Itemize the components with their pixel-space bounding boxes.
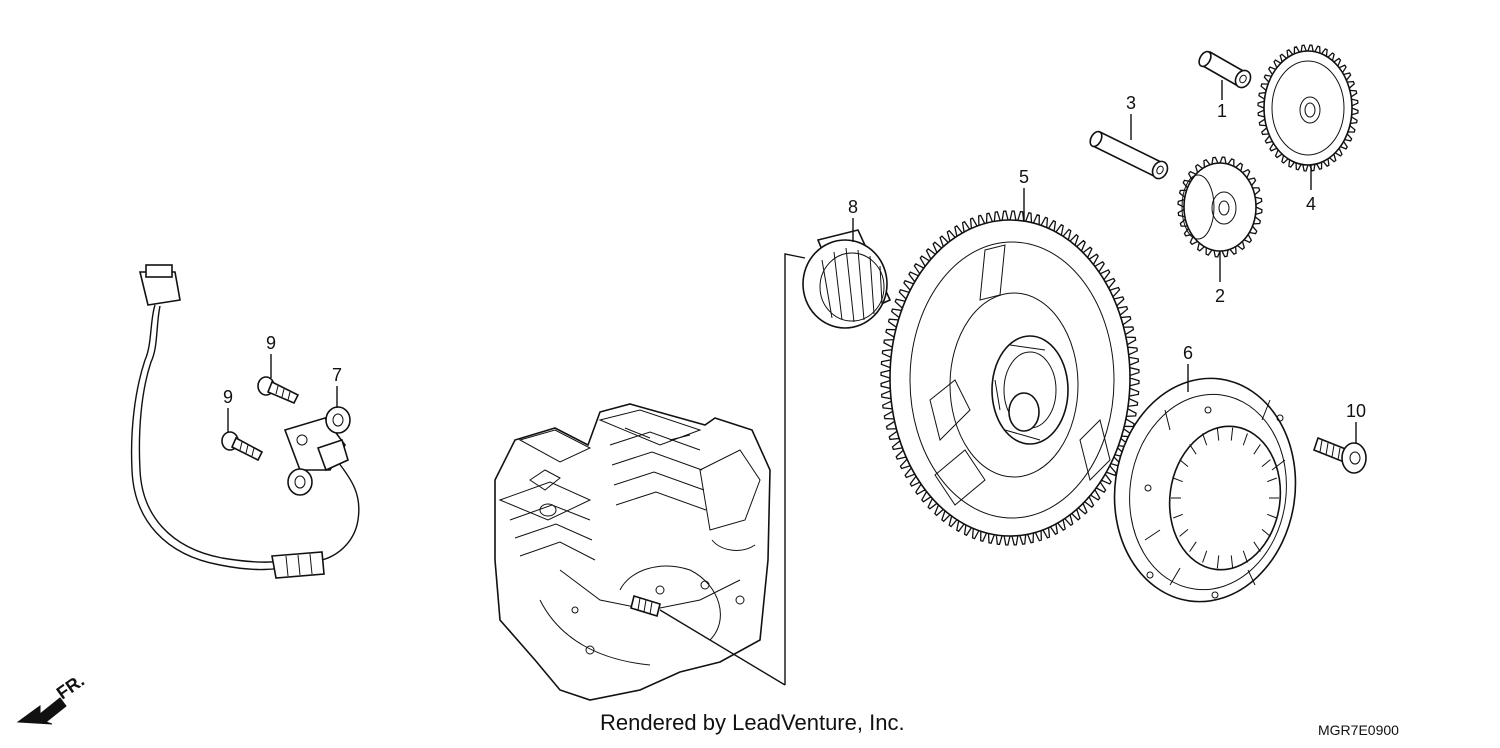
- front-label: FR.: [53, 670, 88, 703]
- callout-2[interactable]: 2: [1215, 286, 1225, 306]
- callout-4[interactable]: 4: [1306, 194, 1316, 214]
- callout-8[interactable]: 8: [848, 197, 858, 217]
- assembly-bracket-line: [659, 253, 806, 686]
- part-driven-gear-5[interactable]: [880, 210, 1140, 546]
- front-direction-arrow: FR.: [16, 670, 88, 725]
- callout-numbers: 1 2 3 4 5 6 7 8 9 9 10: [223, 93, 1366, 421]
- engine-block-illustration: [494, 403, 771, 701]
- part-one-way-clutch-6[interactable]: [1100, 367, 1309, 614]
- part-gear-4[interactable]: [1257, 44, 1359, 172]
- callout-10[interactable]: 10: [1346, 401, 1366, 421]
- callout-5[interactable]: 5: [1019, 167, 1029, 187]
- part-pin-1[interactable]: [1197, 50, 1254, 91]
- callout-3[interactable]: 3: [1126, 93, 1136, 113]
- arrow-icon: [16, 697, 67, 725]
- part-gear-2[interactable]: [1177, 156, 1263, 258]
- part-bolt-9b[interactable]: [221, 431, 264, 462]
- callout-6[interactable]: 6: [1183, 343, 1193, 363]
- callout-1[interactable]: 1: [1217, 101, 1227, 121]
- part-pulse-generator-7[interactable]: [130, 264, 360, 579]
- part-needle-bearing-8[interactable]: [802, 229, 892, 329]
- diagram-code: MGR7E0900: [1318, 722, 1399, 738]
- callout-9b[interactable]: 9: [223, 387, 233, 407]
- leader-lines: [227, 80, 1357, 444]
- callout-9a[interactable]: 9: [266, 333, 276, 353]
- part-socket-bolt-10[interactable]: [1313, 436, 1367, 474]
- credit-text: Rendered by LeadVenture, Inc.: [600, 710, 905, 735]
- part-pin-3[interactable]: [1088, 130, 1171, 182]
- part-bolt-9a[interactable]: [257, 376, 300, 405]
- callout-7[interactable]: 7: [332, 365, 342, 385]
